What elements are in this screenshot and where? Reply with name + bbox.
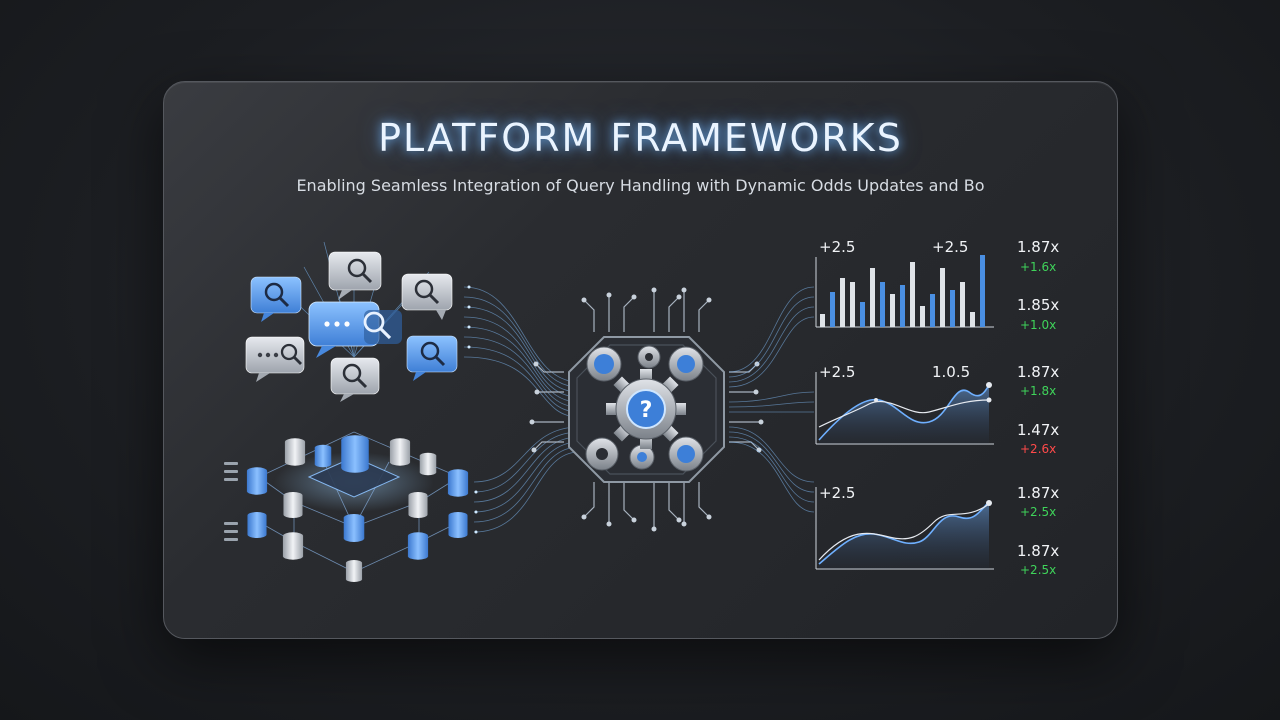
svg-text:?: ?: [640, 398, 653, 423]
line-series-2: [818, 399, 990, 428]
database-icon: [224, 431, 469, 582]
panel-2-label-2: 1.0.5: [932, 363, 971, 381]
panel-1-label-1: +2.5: [819, 238, 856, 256]
bar: [920, 306, 925, 327]
page-subtitle: Enabling Seamless Integration of Query H…: [296, 176, 985, 195]
odds-chart-panel-2: [815, 372, 994, 445]
odds-multiplier: 1.47x: [1017, 421, 1060, 439]
chat-search-icon: [245, 241, 458, 402]
page-title: PLATFORM FRAMEWORKS: [378, 116, 903, 160]
bar: [830, 292, 835, 327]
odds-change: +1.0x: [1020, 318, 1057, 332]
odds-multiplier: 1.87x: [1017, 542, 1060, 560]
framework-card: PLATFORM FRAMEWORKS Enabling Seamless In…: [163, 81, 1118, 639]
odds-chart-panel-3: [815, 487, 994, 570]
bar: [930, 294, 935, 327]
bar: [960, 282, 965, 327]
bar: [970, 312, 975, 327]
framework-diagram: ?: [224, 241, 994, 582]
bar: [940, 268, 945, 327]
bar: [950, 290, 955, 327]
bar: [840, 278, 845, 327]
point: [986, 500, 992, 506]
point: [986, 382, 992, 388]
line-series-2: [818, 503, 990, 561]
bar: [910, 262, 915, 327]
odds-change: +2.5x: [1020, 505, 1057, 519]
bar: [880, 282, 885, 327]
gear-question-icon: ?: [529, 287, 764, 532]
odds-multiplier: 1.87x: [1017, 363, 1060, 381]
bar: [860, 302, 865, 327]
odds-change: +2.5x: [1020, 563, 1057, 577]
point: [874, 398, 878, 402]
bar: [890, 294, 895, 327]
odds-chart-panel-1: [815, 255, 994, 328]
panel-1-label-2: +2.5: [932, 238, 969, 256]
panel-3-label-1: +2.5: [819, 484, 856, 502]
area-series: [819, 502, 989, 569]
panel-2-label-1: +2.5: [819, 363, 856, 381]
bar: [980, 255, 985, 327]
odds-change: +1.8x: [1020, 384, 1057, 398]
odds-multiplier: 1.87x: [1017, 238, 1060, 256]
odds-change: +1.6x: [1020, 260, 1057, 274]
bar: [820, 314, 825, 327]
odds-multiplier: 1.87x: [1017, 484, 1060, 502]
flow-lines-right: [728, 286, 815, 513]
flow-lines-left: [463, 286, 580, 533]
line-series: [818, 384, 990, 441]
bar: [900, 285, 905, 327]
bar: [870, 268, 875, 327]
bar-series: [820, 255, 985, 327]
odds-change: +2.6x: [1020, 442, 1057, 456]
bar: [850, 282, 855, 327]
odds-multiplier: 1.85x: [1017, 296, 1060, 314]
line-series: [818, 501, 990, 565]
point: [986, 397, 992, 403]
